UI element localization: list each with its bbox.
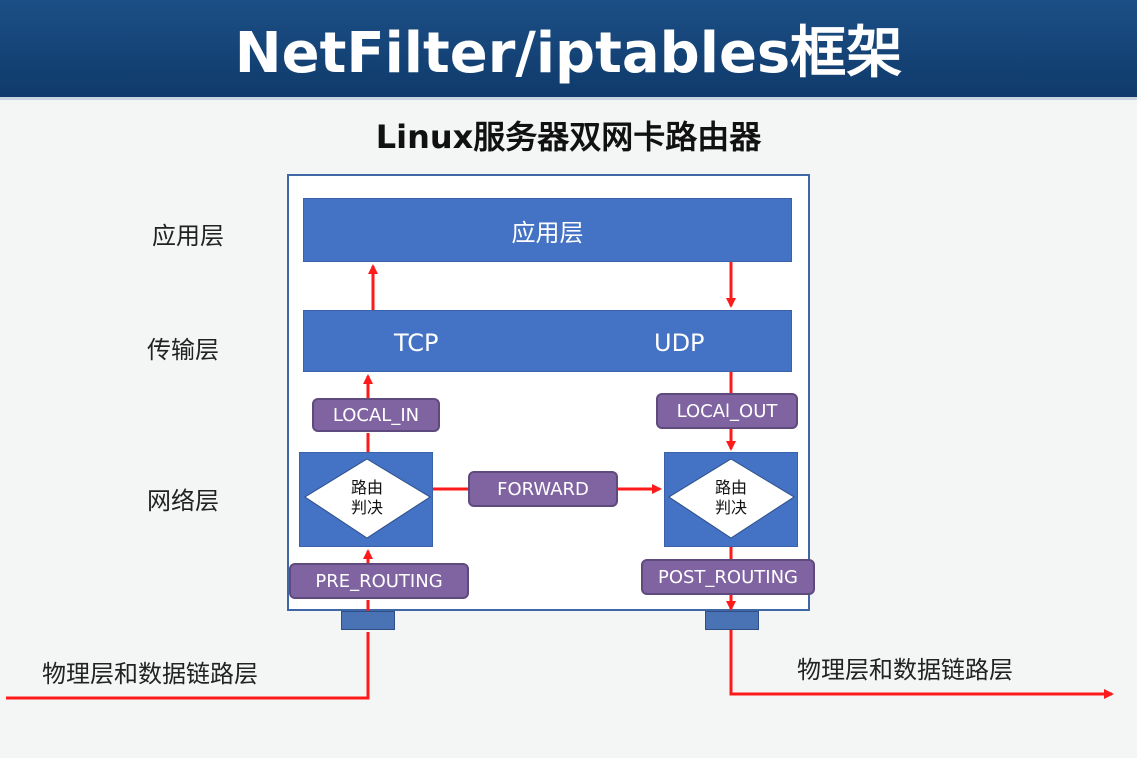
route-decision-right-line2: 判决 xyxy=(714,498,747,517)
nic-port-left xyxy=(341,611,395,630)
route-decision-right-line1: 路由 xyxy=(714,478,747,497)
udp-label: UDP xyxy=(654,329,705,357)
route-decision-left-line1: 路由 xyxy=(350,478,383,497)
title-bar: NetFilter/iptables框架 xyxy=(0,0,1137,100)
transport-layer-block: TCP UDP xyxy=(303,310,792,372)
forward-hook: FORWARD xyxy=(468,471,618,507)
route-decision-right-text: 路由 判决 xyxy=(711,478,751,518)
application-layer-text: 应用层 xyxy=(511,218,584,247)
physical-layer-label-right: 物理层和数据链路层 xyxy=(797,656,1013,684)
pre-routing-hook: PRE_ROUTING xyxy=(289,563,469,599)
route-decision-left-line2: 判决 xyxy=(350,498,383,517)
physical-layer-label-left: 物理层和数据链路层 xyxy=(42,660,258,688)
local-in-hook: LOCAL_IN xyxy=(312,398,440,432)
diagram-subtitle: Linux服务器双网卡路由器 xyxy=(375,118,762,156)
transport-layer-label: 传输层 xyxy=(147,336,219,364)
application-layer-block: 应用层 xyxy=(303,198,792,262)
tcp-label: TCP xyxy=(394,329,439,357)
local-out-hook: LOCAl_OUT xyxy=(656,393,798,429)
network-layer-label: 网络层 xyxy=(147,487,219,515)
application-layer-label: 应用层 xyxy=(152,222,224,250)
route-decision-left-text: 路由 判决 xyxy=(347,478,387,518)
page-title: NetFilter/iptables框架 xyxy=(234,21,903,86)
nic-port-right xyxy=(705,611,759,630)
post-routing-hook: POST_ROUTING xyxy=(641,559,815,595)
